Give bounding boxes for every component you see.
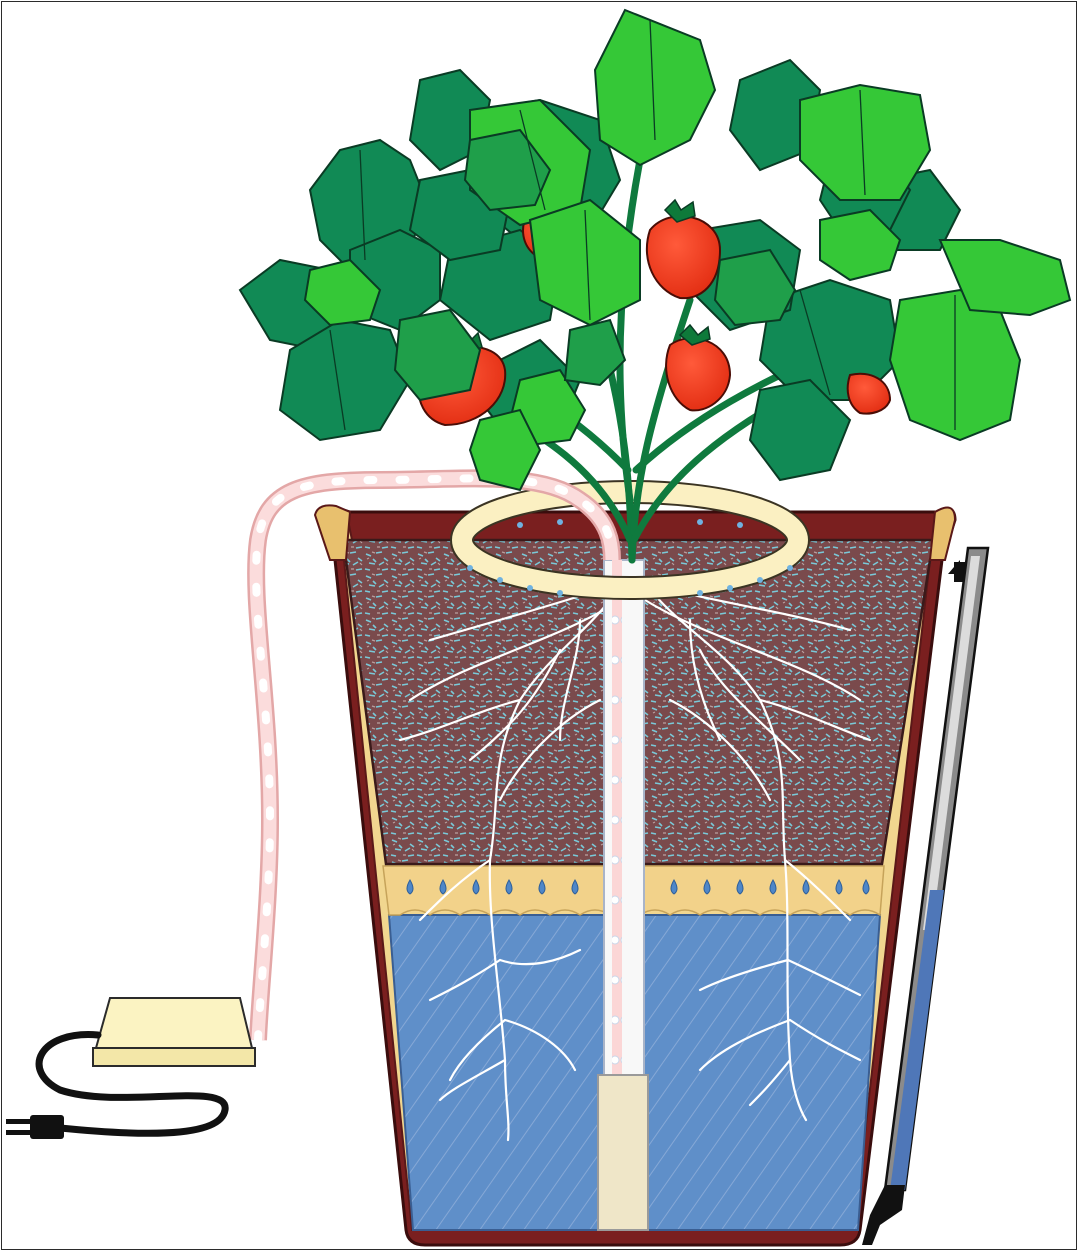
air-pump [93,998,255,1066]
strawberry [666,338,730,410]
strawberry [647,216,720,298]
power-plug-icon [6,1115,64,1139]
pot-rim-left [315,505,350,560]
central-water-tube [598,560,648,1230]
pot-rim-right [930,508,955,561]
strawberry [848,374,890,414]
airstone [598,1075,648,1230]
